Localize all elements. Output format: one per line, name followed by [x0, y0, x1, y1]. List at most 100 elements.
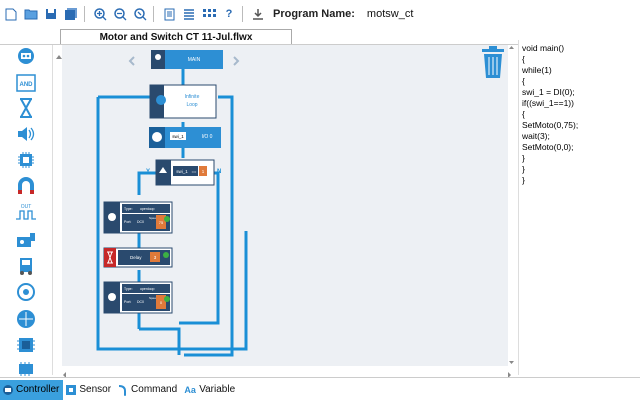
code-line: }: [522, 164, 525, 174]
main-label: MAIN: [188, 57, 201, 63]
toolbar-separator: [242, 6, 243, 22]
code-line: {: [522, 109, 525, 119]
condition-block[interactable]: swi_1 == 1 Y N: [146, 159, 221, 186]
motor-block-1[interactable]: Type: openloop Port: DC0 Speed 75: [103, 201, 173, 234]
new-file-icon[interactable]: [4, 7, 18, 21]
delay-block[interactable]: Delay 3: [103, 247, 173, 268]
rover-icon[interactable]: [14, 255, 38, 277]
command-icon: [117, 384, 129, 396]
block-palette: AND OUT: [0, 45, 53, 376]
toolbar-separator: [84, 6, 85, 22]
save-all-icon[interactable]: [64, 7, 78, 21]
motor2-speed-label: Speed: [149, 296, 158, 300]
code-line: {: [522, 54, 525, 64]
flowchart: MAIN Infinite Loop swi_1 I/O 0 swi_1 ==: [96, 46, 504, 357]
motor1-port-label: Port:: [124, 220, 131, 224]
motor-block-2[interactable]: Type: openloop Port: DC0 Speed 0: [103, 281, 173, 314]
code-line: if((swi_1==1)): [522, 98, 574, 108]
hourglass-icon[interactable]: [14, 97, 38, 119]
no-label: N: [217, 169, 221, 175]
flow-canvas[interactable]: MAIN Infinite Loop swi_1 I/O 0 swi_1 ==: [62, 45, 514, 366]
motor2-port-label: Port:: [124, 300, 131, 304]
nav-left-arrow[interactable]: [128, 56, 135, 66]
main-block[interactable]: MAIN: [151, 50, 223, 69]
compass-icon[interactable]: [14, 308, 38, 330]
zoom-reset-icon[interactable]: [133, 7, 147, 21]
svg-text:AND: AND: [20, 82, 34, 88]
motor1-speed-value: 75: [159, 220, 164, 225]
code-line: while(1): [522, 65, 552, 75]
speaker-icon[interactable]: [14, 123, 38, 145]
magnet-icon[interactable]: [14, 175, 38, 197]
toolbar-separator: [153, 6, 154, 22]
document-icon[interactable]: [162, 7, 176, 21]
nav-right-arrow[interactable]: [233, 56, 240, 66]
toolbar: ? Program Name: motsw_ct: [0, 0, 640, 28]
code-line: void main(): [522, 43, 565, 53]
tab-variable[interactable]: Aa Variable: [181, 380, 239, 400]
tab-label: Command: [131, 384, 178, 395]
grid-icon[interactable]: [202, 7, 216, 21]
read-port: I/O 0: [202, 134, 213, 140]
loop-label-line1: Infinite: [185, 94, 200, 100]
cond-val: 1: [202, 169, 205, 174]
motor2-type-value: openloop: [140, 287, 154, 291]
code-line: SetMoto(0,75);: [522, 120, 579, 130]
board-icon[interactable]: [14, 334, 38, 356]
program-name-label: Program Name:: [273, 8, 355, 20]
motor2-speed-value: 0: [160, 300, 163, 305]
motor2-type-label: Type:: [124, 287, 133, 291]
yes-label: Y: [146, 169, 150, 175]
tab-label: Controller: [16, 384, 60, 395]
file-tab[interactable]: Motor and Switch CT 11-Jul.flwx: [60, 29, 292, 45]
motor-driver-icon[interactable]: [14, 281, 38, 303]
ic-chip-icon[interactable]: [14, 358, 38, 380]
code-line: }: [522, 153, 525, 163]
download-icon[interactable]: [251, 7, 265, 21]
category-tabs: Controller Sensor Command Aa Variable: [0, 377, 640, 401]
list-icon[interactable]: [182, 7, 196, 21]
save-icon[interactable]: [44, 7, 58, 21]
palette-scroll-up[interactable]: [56, 47, 62, 59]
tab-label: Variable: [199, 384, 236, 395]
variable-icon: Aa: [184, 384, 196, 395]
tab-label: Sensor: [79, 384, 112, 395]
code-line: wait(3);: [522, 131, 550, 141]
tab-controller[interactable]: Controller: [0, 379, 64, 400]
svg-text:OUT: OUT: [21, 204, 32, 210]
code-line: swi_1 = DI(0);: [522, 87, 575, 97]
read-var: swi_1: [172, 134, 184, 139]
servo-icon[interactable]: [14, 228, 38, 250]
code-view[interactable]: void main() { while(1) { swi_1 = DI(0); …: [518, 40, 640, 375]
delay-value: 3: [154, 255, 157, 260]
infinite-loop-block[interactable]: Infinite Loop: [149, 84, 217, 119]
code-line: SetMoto(0,0);: [522, 142, 574, 152]
read-input-block[interactable]: swi_1 I/O 0: [149, 127, 221, 148]
motor1-port-value: DC0: [137, 220, 144, 224]
loop-label-line2: Loop: [186, 102, 197, 108]
tab-divider: [0, 44, 640, 45]
motor2-port-value: DC0: [137, 300, 144, 304]
canvas-horizontal-scrollbar[interactable]: [62, 366, 514, 378]
trash-icon[interactable]: [482, 46, 504, 78]
cond-var: swi_1: [176, 169, 188, 174]
tab-sensor[interactable]: Sensor: [63, 380, 115, 400]
delay-label: Delay: [130, 255, 142, 260]
robot-icon[interactable]: [14, 45, 38, 67]
sensor-icon: [65, 384, 77, 396]
zoom-out-icon[interactable]: [113, 7, 127, 21]
canvas-vertical-scrollbar[interactable]: [508, 45, 515, 366]
code-line: {: [522, 76, 525, 86]
open-folder-icon[interactable]: [24, 7, 38, 21]
zoom-in-icon[interactable]: [93, 7, 107, 21]
program-name-field[interactable]: motsw_ct: [366, 8, 414, 20]
pulse-out-icon[interactable]: OUT: [14, 201, 38, 223]
help-icon[interactable]: ?: [225, 8, 233, 20]
cond-op: ==: [192, 169, 197, 174]
chip-icon[interactable]: [14, 149, 38, 171]
and-gate-icon[interactable]: AND: [14, 72, 38, 94]
motor1-type-value: openloop: [140, 207, 154, 211]
motor1-type-label: Type:: [124, 207, 133, 211]
tab-command[interactable]: Command: [115, 380, 181, 400]
code-line: }: [522, 175, 525, 185]
